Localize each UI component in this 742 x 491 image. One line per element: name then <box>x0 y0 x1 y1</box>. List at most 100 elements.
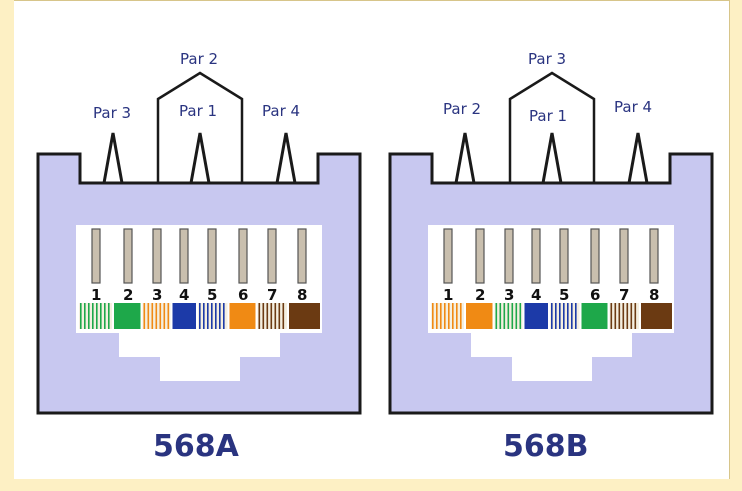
wire-stripe <box>618 303 621 329</box>
wire-solid <box>524 303 548 329</box>
contact-pin <box>443 228 453 284</box>
contact-spring-left <box>454 132 476 184</box>
pair-bracket <box>508 71 596 183</box>
wire-stripe-base <box>431 303 464 329</box>
pair-label-right: Par 4 <box>262 102 300 120</box>
wire-stripe <box>499 303 502 329</box>
wire-stripe <box>270 303 273 329</box>
wire-stripe <box>444 303 446 329</box>
contact-pin <box>297 228 307 284</box>
wire-stripe <box>96 303 98 329</box>
wire-stripe <box>108 303 110 329</box>
wire-stripe <box>519 303 522 329</box>
wire-stripe <box>84 303 86 329</box>
wire-stripe <box>143 303 146 329</box>
pin-number: 5 <box>207 286 217 304</box>
wire-stripe <box>167 303 170 329</box>
pair-bracket <box>156 71 244 183</box>
wire-stripe <box>80 303 82 329</box>
wire-stripe-base <box>257 303 287 329</box>
wire-stripe <box>262 303 265 329</box>
wire-stripe <box>515 303 518 329</box>
pin-number: 7 <box>267 286 277 304</box>
wire-stripe <box>495 303 498 329</box>
contact-pin <box>649 228 659 284</box>
wire-stripe <box>100 303 102 329</box>
standard-label: 568B <box>503 429 589 464</box>
contact-spring-middle <box>541 132 563 184</box>
pin-number: 3 <box>504 286 514 304</box>
wire-solid <box>466 303 493 329</box>
wire-stripe <box>559 303 561 329</box>
wire-stripe <box>258 303 261 329</box>
pin-number: 6 <box>590 286 600 304</box>
pair-label-middle: Par 1 <box>529 107 567 125</box>
wire-stripe <box>92 303 94 329</box>
pair-label-left: Par 2 <box>443 100 481 118</box>
contact-pin <box>152 228 162 284</box>
wire-stripe <box>199 303 201 329</box>
frame-bottom-border <box>0 479 742 491</box>
contact-spring-right <box>627 132 649 184</box>
wire-stripe <box>610 303 613 329</box>
wire-stripe <box>511 303 514 329</box>
wire-stripe <box>274 303 277 329</box>
wire-stripe <box>567 303 569 329</box>
frame-right-border <box>730 0 742 491</box>
wire-stripe <box>203 303 205 329</box>
wire-stripe <box>555 303 557 329</box>
wire-stripe <box>575 303 577 329</box>
wire-stripe <box>456 303 458 329</box>
contact-pin <box>475 228 485 284</box>
contact-pin <box>590 228 600 284</box>
wire-stripe <box>626 303 629 329</box>
contact-spring-right <box>275 132 297 184</box>
wire-stripe <box>622 303 625 329</box>
wire-stripe <box>614 303 617 329</box>
standard-label: 568A <box>153 429 240 464</box>
latch-cutout <box>471 333 632 381</box>
wire-stripe-base <box>198 303 228 329</box>
wire-stripe <box>219 303 221 329</box>
wire-stripe-base <box>550 303 580 329</box>
contact-pin <box>619 228 629 284</box>
contact-pin <box>179 228 189 284</box>
wire-solid <box>581 303 608 329</box>
contact-pin <box>531 228 541 284</box>
wire-stripe <box>215 303 217 329</box>
contact-pin <box>267 228 277 284</box>
wire-stripe <box>460 303 462 329</box>
wire-stripe-base <box>609 303 639 329</box>
wire-stripe <box>571 303 573 329</box>
wire-stripe <box>151 303 154 329</box>
wire-stripe <box>147 303 150 329</box>
wire-solid <box>114 303 141 329</box>
pin-number: 4 <box>179 286 189 304</box>
pin-number: 4 <box>531 286 541 304</box>
wire-solid <box>289 303 320 329</box>
wire-stripe <box>503 303 506 329</box>
wire-stripe <box>452 303 454 329</box>
wire-stripe <box>432 303 434 329</box>
wire-stripe <box>440 303 442 329</box>
contact-spring-middle <box>189 132 211 184</box>
pin-number: 8 <box>649 286 659 304</box>
wire-stripe <box>634 303 637 329</box>
pin-number: 1 <box>91 286 101 304</box>
wire-stripe <box>278 303 281 329</box>
contact-pin <box>91 228 101 284</box>
contact-pin <box>559 228 569 284</box>
pair-label-middle: Par 1 <box>179 102 217 120</box>
wire-stripe <box>551 303 553 329</box>
pin-number: 3 <box>152 286 162 304</box>
connector-body-group <box>36 71 362 415</box>
contact-pin <box>123 228 133 284</box>
frame-left-border <box>0 0 14 491</box>
wire-stripe <box>159 303 162 329</box>
wire-stripe <box>104 303 106 329</box>
latch-cutout <box>119 333 280 381</box>
wire-stripe <box>266 303 269 329</box>
